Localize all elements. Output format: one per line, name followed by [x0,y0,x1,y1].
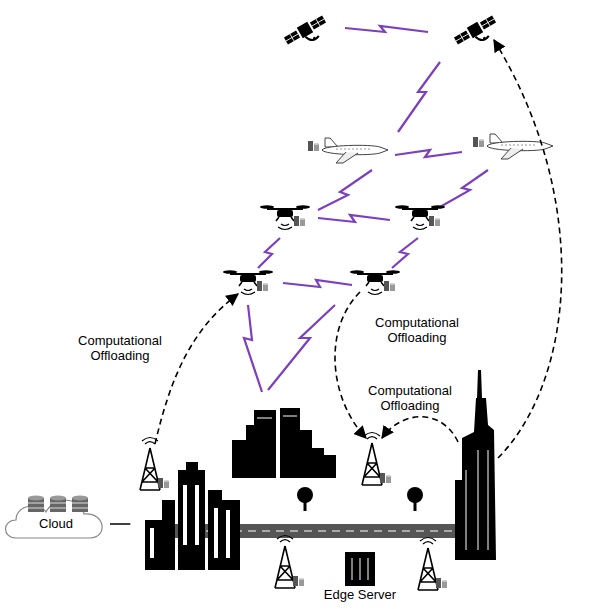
ground-outline [130,450,590,606]
wireless-link [268,305,335,390]
offloading-arrow [155,294,238,444]
wireless-link [395,150,462,157]
skyscraper [466,450,488,550]
tree [407,487,423,511]
window [183,485,187,545]
server-stack [50,503,66,508]
skyscraper [455,370,496,560]
server-stack [28,496,44,513]
server-stack [72,503,88,508]
network-link [110,523,130,525]
base-station [275,536,304,589]
window [150,485,230,558]
base-station [362,433,391,486]
window [195,485,199,545]
window [214,508,218,558]
offloading-arrow [382,417,458,442]
wireless-link [244,26,488,392]
airplane [308,138,388,163]
ground-ellipse [128,448,592,608]
office-building [145,500,175,570]
office-building [178,462,205,570]
building [352,558,368,580]
satellite [283,14,331,53]
ground-region: Edge Server [128,448,592,608]
cloud-node: Cloud [2,494,110,542]
offloading-arrow [494,40,562,458]
city-skyline [257,416,297,418]
drone [223,270,273,294]
wireless-link [283,280,352,287]
window [226,510,230,558]
tree [297,487,313,511]
drone [395,205,445,229]
base-station [418,538,447,591]
server-stack [28,496,44,501]
wireless-link [244,305,262,392]
offloading-arrow [155,40,562,458]
base-station [140,438,169,491]
wireless-link [318,215,390,222]
building [345,552,375,586]
airplane [473,134,553,159]
arrow-label: Computational Offloading [68,333,172,363]
server-stack [72,496,88,513]
server-stack [50,496,66,501]
wireless-link [318,170,372,210]
wireless-link [345,26,428,32]
wireless-link [258,238,280,268]
arrow-label: Computational Offloading [365,315,469,345]
drone [260,205,310,229]
city-skyline [232,408,336,478]
drone [350,270,400,294]
window [150,528,154,558]
arrow-label: Computational Offloading [358,383,462,413]
server-stack [50,496,66,513]
satellite [453,14,501,53]
wireless-link [398,62,440,132]
office-building [208,490,240,570]
cloud-label: Cloud [39,516,73,531]
server-stack [28,503,44,508]
region-label: Edge Server [324,587,396,602]
offloading-arrow [335,292,366,438]
server-stack [72,496,88,501]
wireless-link [440,170,488,207]
wireless-link [392,238,418,268]
